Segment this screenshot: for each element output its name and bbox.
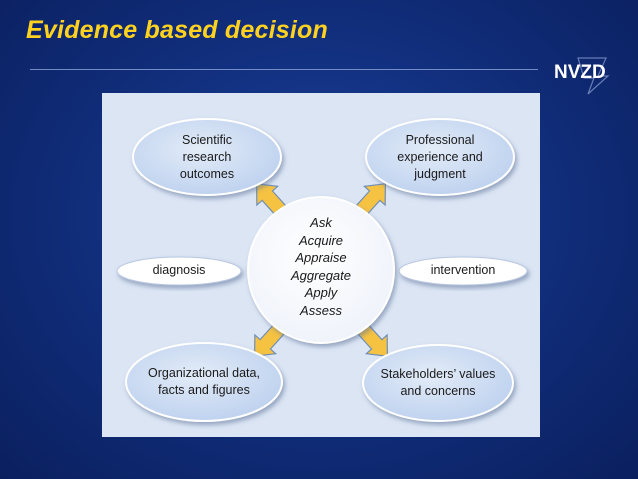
node-organizational-shape <box>125 342 283 422</box>
center-step: Assess <box>300 302 342 318</box>
center-step: Ask <box>310 215 332 230</box>
center-step: Acquire <box>298 232 344 248</box>
slide-title: Evidence based decision <box>26 16 328 44</box>
node-scientific-shape <box>132 118 282 196</box>
center-circle-shape <box>247 196 395 344</box>
center-step: Apply <box>304 285 338 300</box>
arrow-to-scientific <box>255 183 289 218</box>
center-step: Aggregate <box>291 267 351 283</box>
logo-text: NVZD <box>554 62 606 83</box>
node-diagnosis-label: diagnosis <box>152 263 206 277</box>
node-stakeholders-label: Stakeholders’ values and concerns <box>380 367 496 398</box>
node-stakeholders-shape <box>362 344 514 422</box>
node-scientific-label: Scientific research outcomes <box>179 133 235 181</box>
center-step: Appraise <box>295 250 347 265</box>
node-intervention-label: intervention <box>430 263 496 277</box>
center-steps: Ask Acquire Appraise Aggregate Apply Ass… <box>271 214 371 319</box>
title-rule <box>30 69 538 70</box>
arrow-to-stakeholders <box>355 322 389 357</box>
node-organizational-label: Organizational data, facts and figures <box>148 366 260 397</box>
arrow-to-organizational <box>253 322 287 357</box>
node-professional-label: Professional experience and judgment <box>397 133 483 181</box>
nvzd-logo: NVZD <box>548 56 618 96</box>
node-professional-shape <box>365 118 515 196</box>
node-diagnosis-shape <box>116 256 242 286</box>
node-intervention-shape <box>398 256 528 286</box>
nvzd-logo-mark <box>577 57 610 95</box>
